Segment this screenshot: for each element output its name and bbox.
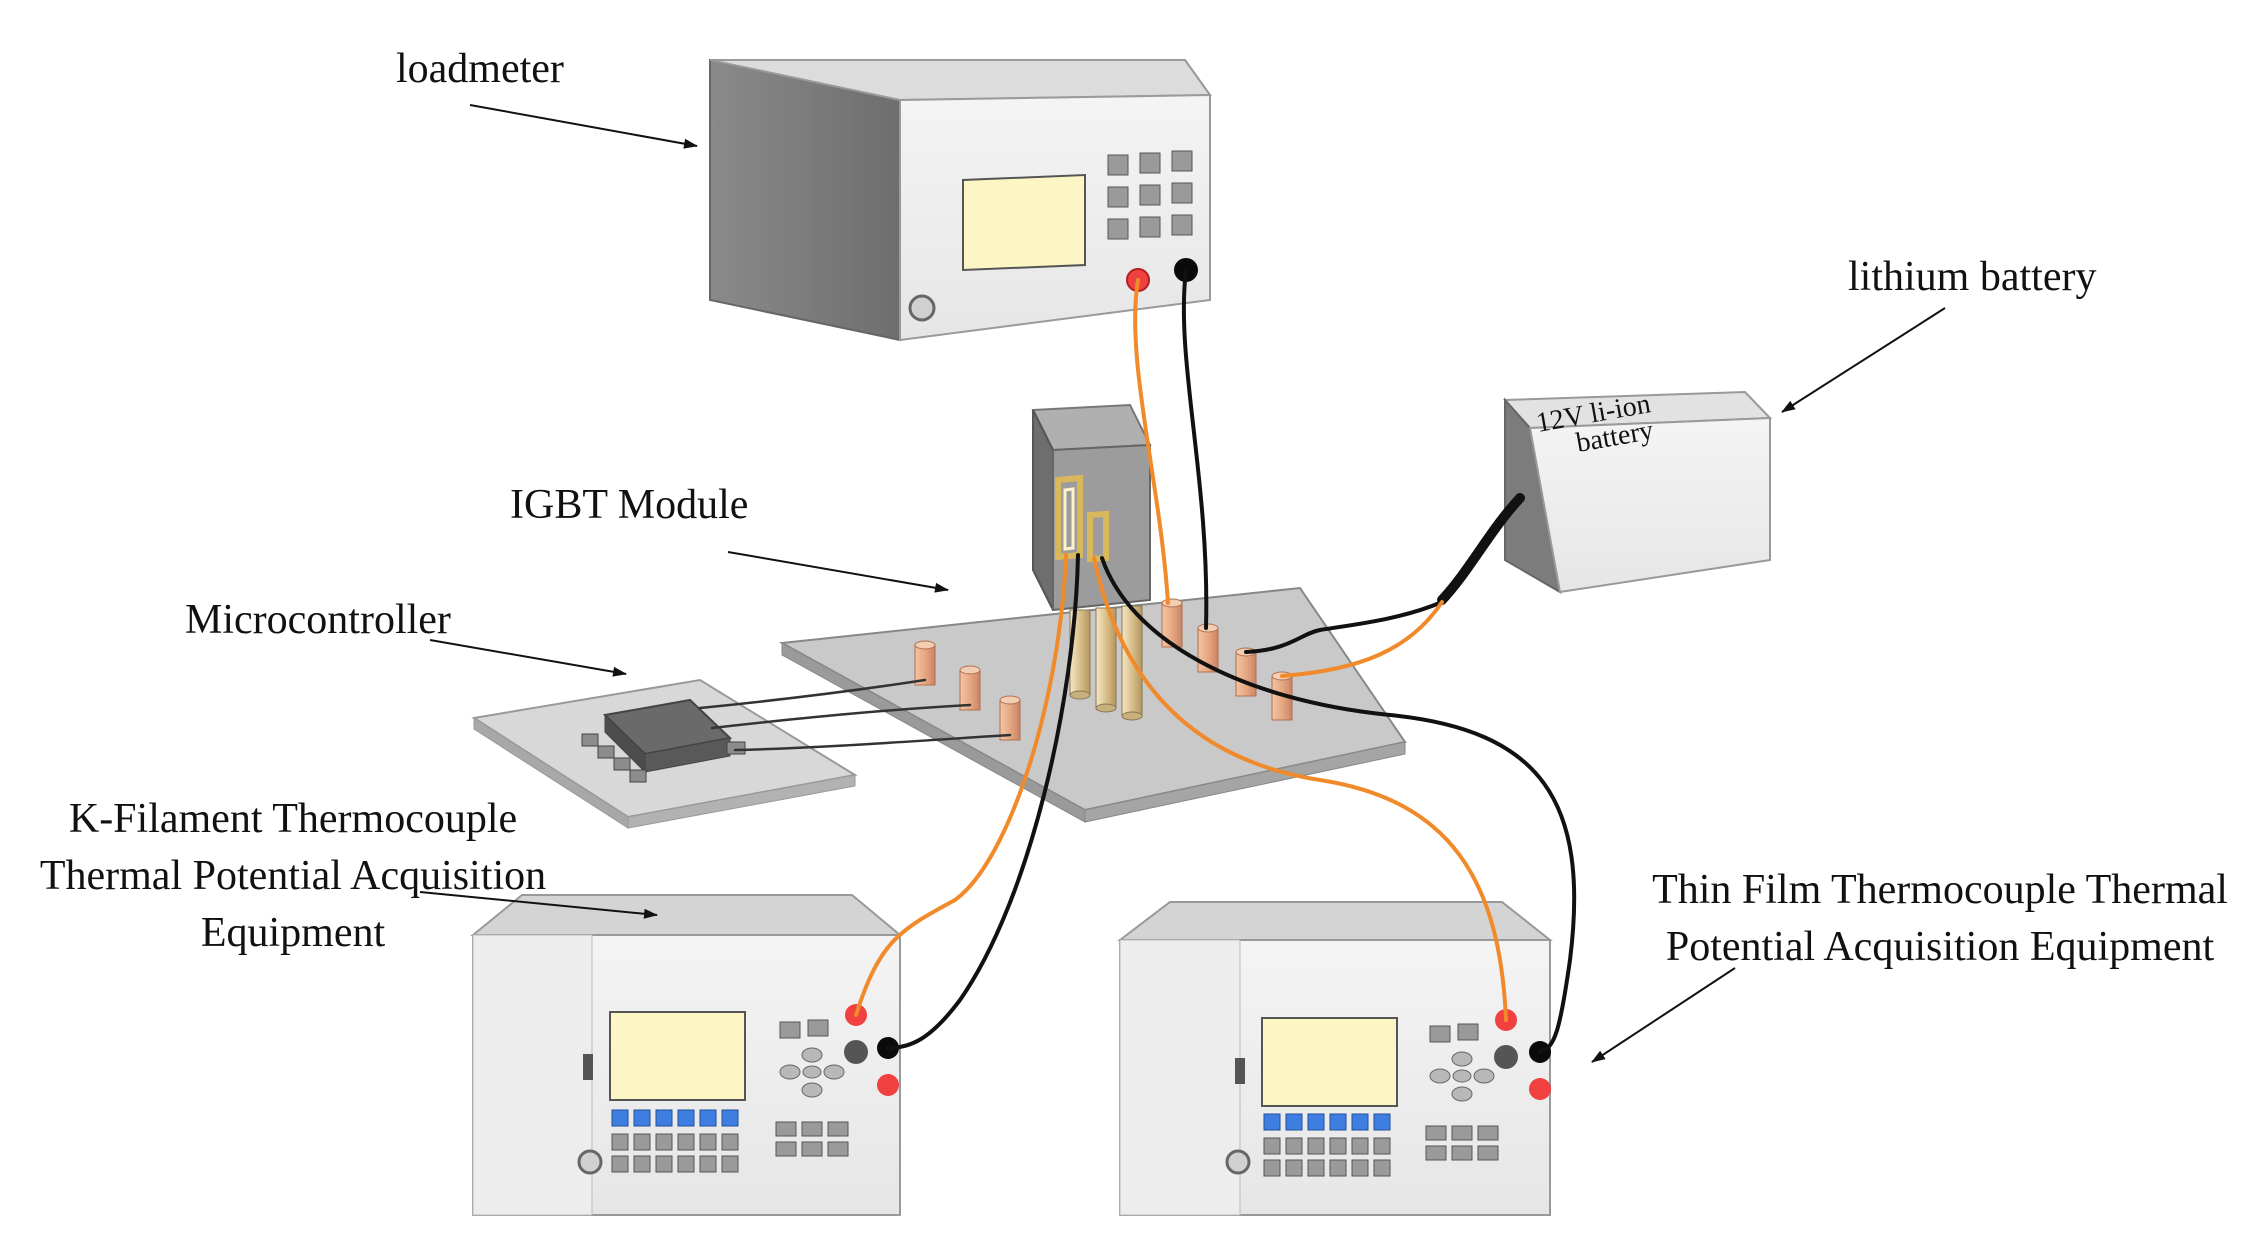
wire-mcu-1 [698,678,927,710]
arrow-thin-film [1591,967,1736,1063]
right-device-knob [1225,1149,1251,1175]
label-thin-film-line2: Potential Acquisition Equipment [1666,924,2215,970]
wire-igbt-right-black [1100,556,1577,1054]
arrow-igbt-module [727,551,949,593]
battery-front-face [1528,416,1771,594]
arrow-k-filament [419,891,658,919]
right-device-slot [1235,1058,1245,1084]
right-device-screen [1261,1017,1398,1107]
right-device-gray-keys [1263,1023,1499,1177]
copper-terminals [914,598,1293,741]
mcu-chip [602,698,733,774]
right-device-red-terminal-2 [1529,1078,1551,1100]
wire-mcu-2 [710,703,972,730]
wire-igbt-left-black [886,553,1080,1050]
label-igbt-module: IGBT Module [510,482,748,528]
igbt-module [1031,403,1152,721]
arrow-microcontroller [429,639,627,677]
label-k-filament-line2: Thermal Potential Acquisition [40,853,546,899]
k-filament-acquisition-device [470,894,903,1216]
loadmeter-side-face [709,58,901,342]
loadmeter-device [709,58,1212,342]
right-device-dpad [1429,1051,1495,1102]
wire-battery-black [1244,600,1444,654]
loadmeter-screen [962,173,1086,272]
microcontroller-board [471,678,858,829]
wires [698,268,1577,1054]
annotations: loadmeter lithium battery IGBT Module Mi… [40,46,2228,1063]
label-k-filament-line3: Equipment [201,910,386,956]
mcu-pins [581,733,746,783]
wire-battery-bundle [1437,493,1525,605]
left-device-red-terminal-2 [877,1074,899,1096]
arrow-loadmeter [469,104,698,149]
label-loadmeter: loadmeter [396,46,564,92]
arrow-lithium-battery [1781,307,1946,413]
lithium-battery-device: 12V li-ion battery [1502,388,1773,594]
thin-film-acquisition-device [1117,901,1553,1216]
wire-igbt-right-orange [1092,556,1508,1022]
label-thin-film-line1: Thin Film Thermocouple Thermal [1652,867,2228,913]
left-device-slot [583,1054,593,1080]
label-k-filament-line1: K-Filament Thermocouple [69,796,517,842]
pcb-board [778,586,1407,823]
left-device-screen [609,1011,746,1101]
left-device-knob [577,1149,603,1175]
wire-loadmeter-orange [1133,278,1170,605]
right-device-gray-terminal [1494,1045,1518,1069]
right-device-blue-keys [1263,1113,1391,1131]
wire-battery-orange [1280,600,1444,678]
loadmeter-knob [908,294,936,322]
left-device-dpad [779,1047,845,1098]
loadmeter-keypad [1107,150,1193,240]
wire-igbt-left-orange [854,553,1068,1017]
label-lithium-battery: lithium battery [1848,254,2096,300]
wire-loadmeter-black [1181,268,1209,630]
wire-mcu-3 [733,733,1012,752]
left-device-gray-keys [611,1019,849,1173]
left-device-gray-terminal [844,1040,868,1064]
left-device-blue-keys [611,1109,739,1127]
label-microcontroller: Microcontroller [185,597,451,643]
